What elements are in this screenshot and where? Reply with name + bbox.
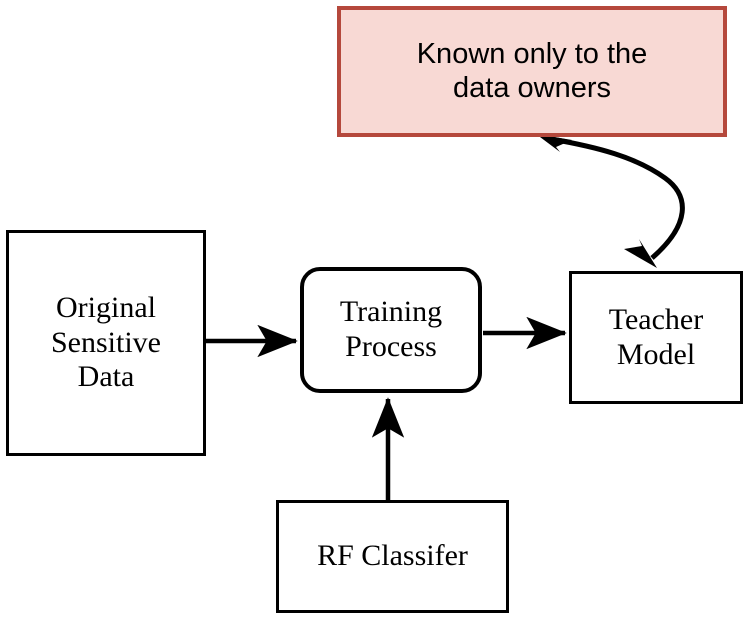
node-teacher-model[interactable]: Teacher Model xyxy=(569,271,743,404)
node-teacher-model-label: Teacher Model xyxy=(608,302,704,371)
node-known-owners-label: Known only to the data owners xyxy=(416,37,648,104)
node-rf-classifier[interactable]: RF Classifer xyxy=(276,500,509,613)
node-training-process[interactable]: Training Process xyxy=(300,267,482,393)
node-training-process-label: Training Process xyxy=(339,295,443,363)
node-original-sensitive-data[interactable]: Original Sensitive Data xyxy=(6,230,206,456)
node-original-data-label: Original Sensitive Data xyxy=(51,290,161,394)
node-known-only-to-the-data-owners[interactable]: Known only to the data owners xyxy=(337,6,727,137)
edge-teacher-to-known-owners xyxy=(536,134,685,268)
node-rf-classifier-label: RF Classifer xyxy=(317,539,468,573)
